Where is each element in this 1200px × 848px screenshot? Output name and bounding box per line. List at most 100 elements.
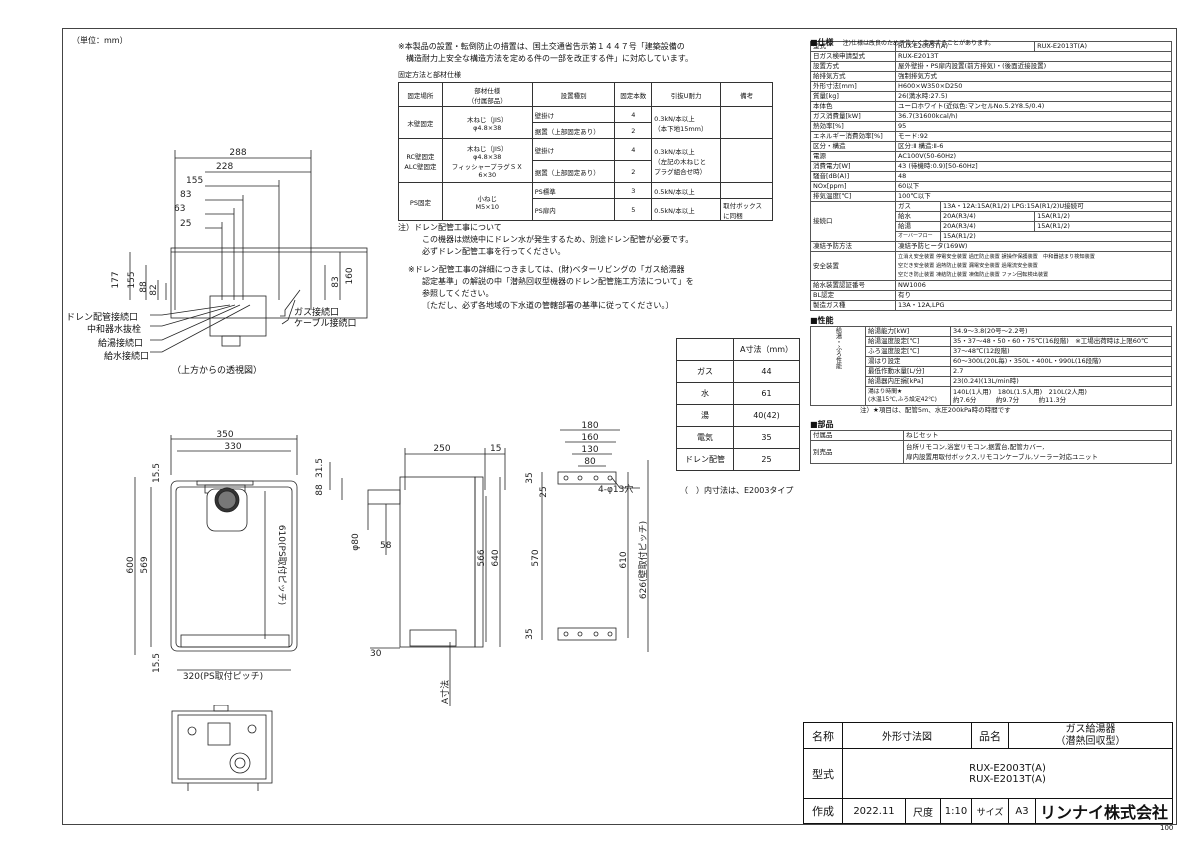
drain-note: 注）ドレン配管工事について この機器は燃焼中にドレン水が発生するため、別途ドレン… — [398, 222, 694, 312]
perf-value: 60～300L(20L毎)・350L・400L・990L(16段階) — [950, 356, 1172, 367]
spec-label: 本体色 — [810, 101, 896, 112]
perf-value: 140L(1人用) 180L(1.5人用) 210L(2人用) 約7.6分 約9… — [950, 386, 1172, 406]
dim-600: 600 — [126, 556, 136, 573]
fix-cell: 2 — [614, 122, 653, 139]
side-view-drawing: 250 15 31.5 88 φ80 58 566 640 30 A寸法 — [315, 444, 506, 706]
spec-label: 給水装置認証番号 — [810, 280, 896, 291]
drain-note-line: 認定基準」の解説の中「潜熱回収型機器のドレン配管施工方法について」を — [422, 277, 694, 286]
a-row-value: 35 — [733, 426, 800, 449]
top-view-drawing: 288 228 155 83 63 25 177 155 88 82 160 8… — [111, 148, 368, 353]
perf-side-label: 給湯・ふろ性能 — [810, 326, 866, 406]
dim-130: 130 — [581, 445, 598, 455]
dim-330: 330 — [224, 442, 241, 452]
spec-value: 48 — [895, 171, 1172, 182]
spec-value: 95 — [895, 121, 1172, 132]
spec-connect-type: 給湯 — [895, 221, 941, 232]
tb-size-label: サイズ — [971, 798, 1009, 824]
a-row-label: 水 — [676, 382, 734, 405]
spec-connect-value: 13A・12A:15A(R1/2) LPG:15A(R1/2)U接続可 — [940, 201, 1172, 212]
page-number: 100 — [1160, 824, 1174, 832]
spec-connect-value: 20A(R3/4) — [939, 211, 1036, 222]
tb-scale-value: 1:10 — [940, 798, 972, 824]
tb-name-value: 外形寸法図 — [842, 722, 972, 749]
tb-scale-label: 尺度 — [905, 798, 941, 824]
spec-label: 製造ガス種 — [810, 300, 896, 311]
fix-col-part: 部材仕様 （付属部品） — [441, 82, 533, 107]
spec-value: H600×W350×D250 — [895, 81, 1172, 92]
fix-cell: PS扉内 — [531, 198, 616, 221]
label-cable-inlet: ケーブル接続口 — [294, 319, 357, 329]
spec-label: 区分・構造 — [810, 141, 896, 152]
spec-connect-value: 15A(R1/2) — [940, 231, 1172, 242]
fix-cell: 0.3kN/本以上 （本下地15mm） — [651, 106, 722, 139]
perf-value: 2.7 — [950, 366, 1172, 377]
perf-table: 給湯・ふろ性能 給湯能力[kW] 34.9～3.8(20号～2.2号) 給湯温度… — [810, 326, 1172, 406]
dim-30: 30 — [370, 649, 382, 659]
spec-value: 屋外壁掛・PS扉内設置(前方排気)・(後面近接設置) — [895, 61, 1172, 72]
dim-15: 15 — [490, 444, 501, 454]
fix-table: 固定場所 部材仕様 （付属部品） 設置種別 固定本数 引抜U耐力 備考 木壁固定… — [398, 82, 773, 221]
fix-cell: 壁掛け — [531, 106, 616, 123]
spec-connect-label: 接続口 — [810, 201, 896, 242]
spec-value: ユーロホワイト(近似色:マンセルNo.5.2Y8.5/0.4) — [895, 101, 1172, 112]
bracket-view-drawing: 180 160 130 80 35 25 570 610 626(壁取付ピッチ)… — [525, 421, 649, 652]
fix-cell: 取付ボックス に同梱 — [720, 198, 773, 221]
tb-name-label: 名称 — [803, 722, 843, 749]
dim-82: 82 — [149, 284, 159, 295]
spec-value: 凍結予防ヒータ(169W) — [895, 241, 1172, 252]
drain-note-line: 注）ドレン配管工事について — [398, 223, 502, 232]
dim-569: 569 — [140, 556, 150, 573]
dim-25b: 25 — [539, 486, 549, 497]
perf-label: ふろ温度設定[℃] — [865, 346, 951, 357]
spec-label: 消費電力[W] — [810, 161, 896, 172]
perf-value: 35・37～48・50・60・75℃(16段階) ※工場出荷時は上限60℃ — [950, 336, 1172, 347]
fix-col-place: 固定場所 — [398, 82, 443, 107]
spec-label: 熱効率[%] — [810, 121, 896, 132]
a-table-header: A寸法（mm） — [733, 338, 800, 361]
drain-note-line: この機器は燃焼中にドレン水が発生するため、別途ドレン配管が必要です。 — [422, 235, 694, 244]
tb-company: リンナイ株式会社 — [1035, 798, 1173, 824]
dim-88-side: 88 — [315, 484, 325, 496]
label-drain-inlet: ドレン配管接続口 — [66, 313, 139, 323]
fix-cell: 据置（上部固定あり） — [531, 122, 616, 139]
dim-15-5-top: 15.5 — [152, 463, 162, 483]
dim-155v: 155 — [127, 271, 137, 288]
tb-model-cell: RUX-E2003T(A) RUX-E2013T(A) — [842, 748, 1173, 799]
spec-value: モード:92 — [895, 131, 1172, 142]
spec-label: 設置方式 — [810, 61, 896, 72]
perf-label: 最低作動水量[L/分] — [865, 366, 951, 377]
fix-cell: 3 — [614, 182, 653, 199]
spec-label: ガス消費量[kW] — [810, 111, 896, 122]
drain-note-line: 必ずドレン配管工事を行ってください。 — [422, 247, 566, 256]
dim-35-bottom: 35 — [525, 628, 535, 639]
dim-228: 228 — [216, 162, 233, 172]
spec-label: 凍結予防方法 — [810, 241, 896, 252]
perf-title: ■性能 — [810, 316, 834, 325]
front-view-drawing: 350 330 15.5 600 569 610(PS取付ピッチ) 15.5 3… — [126, 430, 298, 682]
fix-cell: 小ねじ M5×10 — [441, 182, 533, 221]
fix-table-title: 固定方法と部材仕様 — [398, 71, 461, 79]
dim-160: 160 — [345, 267, 355, 284]
dim-610: 610 — [619, 551, 629, 568]
perf-value: 34.9～3.8(20号～2.2号) — [950, 326, 1172, 337]
dim-155: 155 — [186, 176, 203, 186]
dim-177: 177 — [111, 271, 121, 288]
spec-label: 質量[kg] — [810, 91, 896, 102]
perf-note: 注）★項目は、配管5m、水圧200kPa時の時間です — [860, 406, 1011, 414]
dim-288: 288 — [229, 148, 246, 158]
parts-table: 付属品ねじセット 別売品台所リモコン,浴室リモコン,据置台,配管カバー, 扉内設… — [810, 430, 1172, 464]
a-row-label: 電気 — [676, 426, 734, 449]
fix-cell: PS固定 — [398, 182, 443, 221]
dim-350: 350 — [216, 430, 233, 440]
fix-cell: RC壁固定 ALC壁固定 — [398, 138, 443, 183]
tb-model-value: RUX-E2003T(A) — [969, 762, 1046, 774]
spec-connect-value: 15A(R1/2) — [1034, 221, 1172, 232]
spec-label: 排気温度[℃] — [810, 191, 896, 202]
dim-63: 63 — [174, 204, 185, 214]
spec-label: エネルギー消費効率[%] — [810, 131, 896, 142]
spec-connect-value: 20A(R3/4) — [939, 221, 1036, 232]
tb-product-value: ガス給湯器 （潜熱回収型） — [1008, 722, 1173, 749]
drain-note-line: 〔ただし、必ず各地域の下水道の管轄部署の基準に従ってください。〕 — [422, 301, 674, 310]
dim-25: 25 — [180, 219, 191, 229]
